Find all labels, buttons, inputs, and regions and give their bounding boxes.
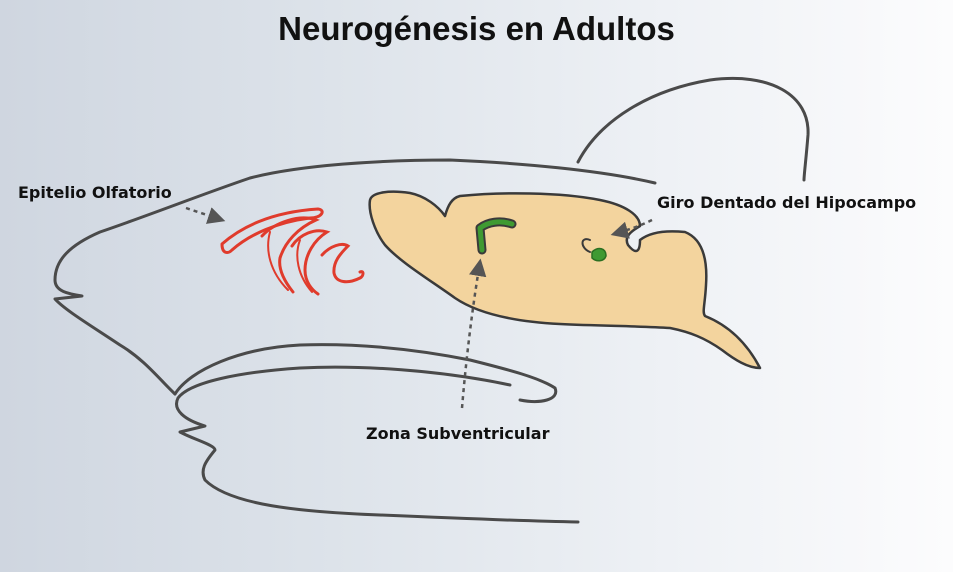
diagram-title: Neurogénesis en Adultos bbox=[0, 10, 953, 48]
brain-shape bbox=[370, 192, 760, 368]
olfactory-epithelium-outer bbox=[222, 209, 322, 252]
label-dentate-gyrus: Giro Dentado del Hipocampo bbox=[657, 193, 916, 212]
ear-outline bbox=[578, 78, 808, 180]
lower-jaw-outline bbox=[177, 367, 578, 522]
dentate-gyrus-marker bbox=[592, 249, 606, 261]
label-subventricular-zone: Zona Subventricular bbox=[366, 424, 549, 443]
palate-outline bbox=[175, 345, 556, 402]
olfactory-turbinate-3 bbox=[322, 244, 363, 281]
label-olfactory-epithelium: Epitelio Olfatorio bbox=[18, 183, 172, 202]
olfactory-arrow bbox=[186, 208, 222, 220]
